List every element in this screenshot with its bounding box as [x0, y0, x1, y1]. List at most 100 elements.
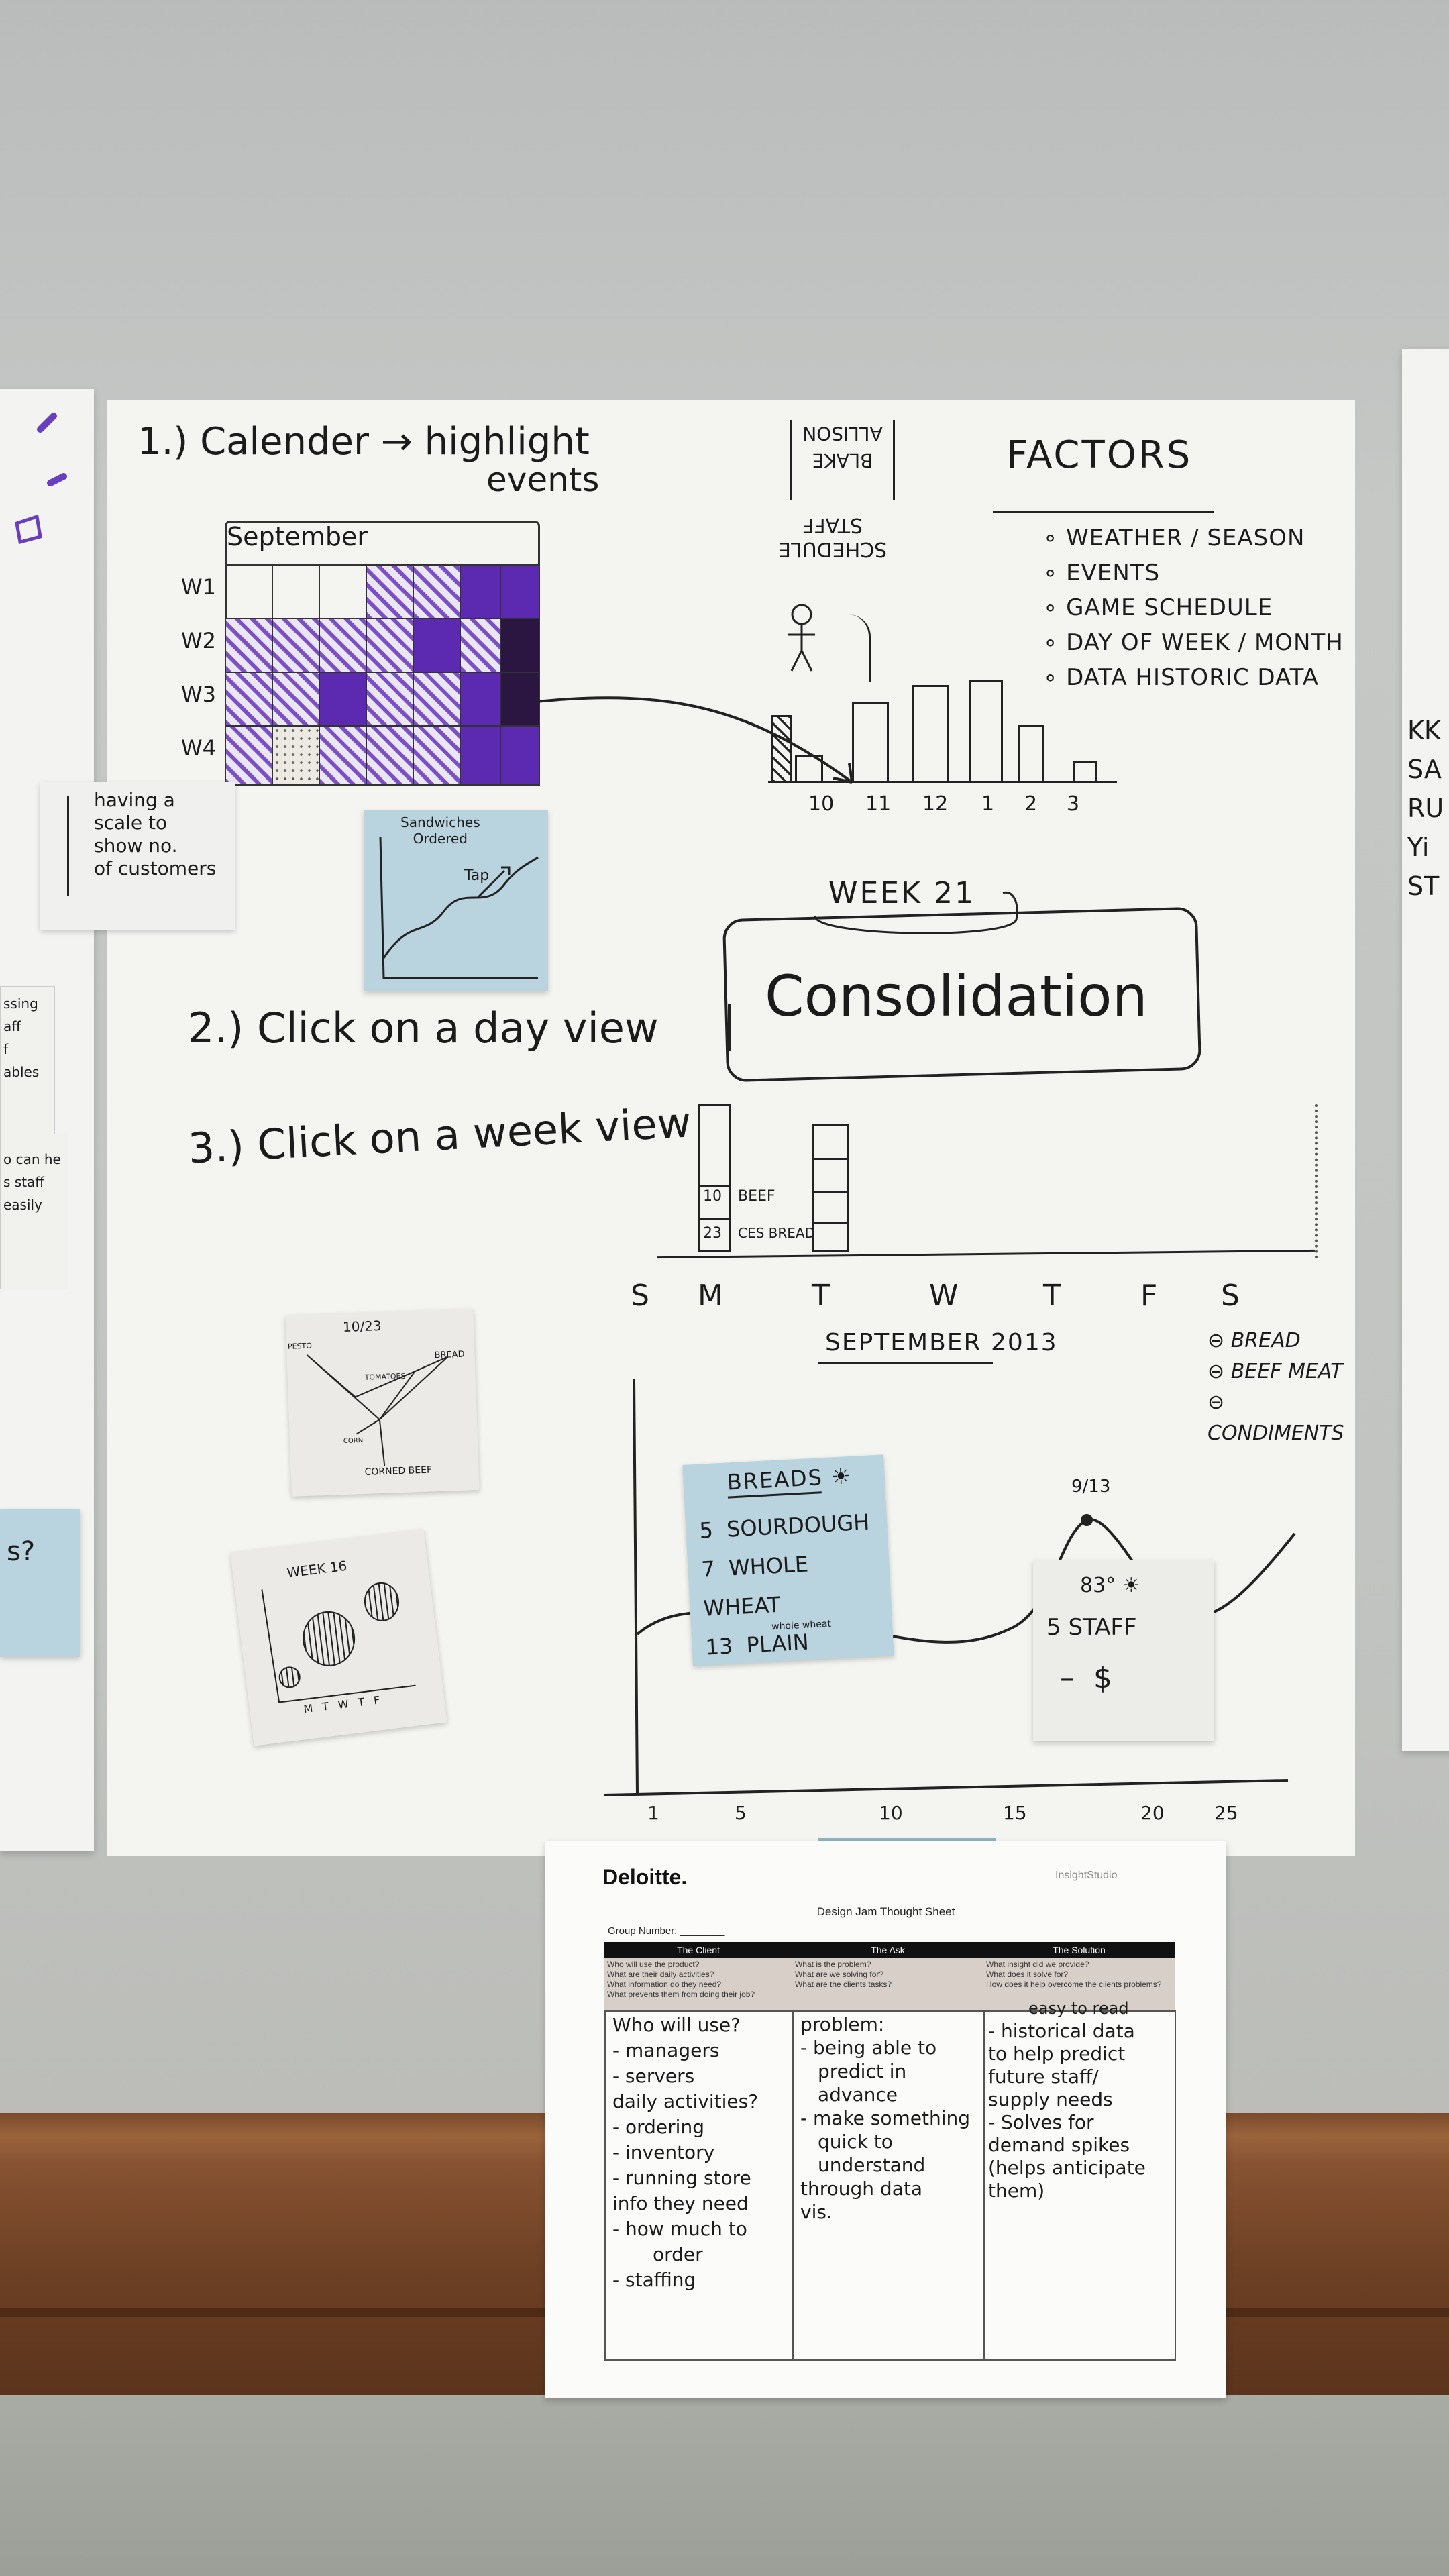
left-text: easily [3, 1197, 42, 1213]
column-prompts: What insight did we provide? What does i… [983, 1958, 1175, 2010]
sandwiches-title: Sandwiches Ordered [400, 814, 480, 847]
upside-text: SCHEDULE [778, 537, 888, 561]
breads-sticky: BREADS ☀ 5 SOURDOUGH 7 WHOLE WHEAT 13 PL… [682, 1454, 894, 1666]
factor-item: ∘ DATA HISTORIC DATA [1043, 664, 1319, 691]
arrow-right-icon: → [380, 420, 413, 464]
stack-label: 10 [703, 1188, 722, 1205]
staff-line: 5 STAFF [1046, 1614, 1137, 1641]
staff-cost: – $ [1060, 1661, 1112, 1695]
factors-underline [993, 511, 1214, 513]
bubble-sticky: WEEK 16 MTWTF [230, 1529, 447, 1746]
factor-item: ∘ EVENTS [1043, 559, 1161, 586]
scale-note-text: having a scale to show no. of customers [94, 789, 217, 879]
day-label: F [1140, 1279, 1158, 1313]
left-text: o can he [3, 1151, 61, 1167]
left-text: s? [7, 1536, 36, 1567]
tap-label: Tap [464, 867, 490, 884]
step2-text: 2.) Click on a day view [188, 1004, 659, 1053]
radar-label: PESTO [287, 1341, 313, 1351]
calendar-grid [225, 564, 540, 786]
month-ticks: 1 5 10 15 20 25 [594, 1802, 1332, 1829]
radar-label: TOMATOES [364, 1371, 406, 1382]
upside-text: ALLISON [802, 423, 883, 445]
breads-title: BREADS ☀ [726, 1462, 853, 1495]
stack-label: BEEF [738, 1188, 775, 1205]
client-notes: Who will use? - managers - servers daily… [612, 2014, 759, 2291]
design-jam-thought-sheet: Deloitte. InsightStudio Design Jam Thoug… [545, 1841, 1226, 2398]
week-stack-sketch: 10 BEEF 23 CES BREAD [657, 1104, 1436, 1319]
calendar-title: September [227, 522, 368, 551]
upside-caption: SCHEDULE STAFF [778, 513, 887, 561]
left-text: ables [3, 1064, 40, 1080]
bread-item: 7 WHOLE WHEAT [700, 1551, 809, 1621]
step1-text: 1.) Calender [138, 420, 370, 464]
factors-list: ∘ WEATHER / SEASON ∘ EVENTS ∘ GAME SCHED… [1043, 521, 1344, 695]
legend-item: ⊖ CONDIMENTS [1208, 1391, 1344, 1445]
right-text: RU [1407, 794, 1444, 823]
left-text: ssing [3, 996, 38, 1012]
factor-item: ∘ DAY OF WEEK / MONTH [1043, 629, 1344, 656]
main-flipchart: 1.) Calender → highlight events Septembe… [40, 400, 1355, 1856]
right-flipchart: KK SA RU Yi ST [1402, 349, 1449, 1751]
radar-label: BREAD [434, 1349, 465, 1361]
sun-icon: ☀ [830, 1462, 853, 1490]
step3-text: 3.) Click on a week view [186, 1097, 692, 1173]
upside-text: STAFF [802, 513, 863, 537]
radar-sticky: 10/23 PESTO TOMATOES BREAD CORNED BEEF C… [285, 1309, 480, 1497]
row-label: W2 [181, 628, 216, 653]
lower-wall [0, 2395, 1449, 2576]
legend-item: ⊖ BEEF MEAT [1208, 1360, 1343, 1383]
group-number: Group Number: ________ [608, 1925, 725, 1937]
right-text: ST [1407, 871, 1440, 901]
right-text: SA [1407, 755, 1442, 784]
left-note-2: o can he s staff easily [0, 1134, 68, 1289]
tick-label: 12 [922, 792, 949, 816]
step1-heading: 1.) Calender → highlight [138, 420, 590, 464]
ask-notes: problem: - being able to predict in adva… [800, 2013, 971, 2223]
step1-text: events [486, 460, 600, 499]
consolidation-text: Consolidation [765, 963, 1148, 1029]
day-label: S [631, 1279, 649, 1313]
bubble-chart-icon [261, 1582, 416, 1703]
factor-item: ∘ GAME SCHEDULE [1043, 594, 1273, 621]
staff-sticky: 83° ☀ 5 STAFF – $ [1033, 1560, 1214, 1741]
purple-doodle [13, 402, 67, 564]
week-day-axis: S M T W T F S [631, 1279, 1240, 1319]
scale-note-sticky: having a scale to show no. of customers [40, 782, 235, 930]
line-chart-icon [379, 837, 539, 979]
divider-mark [728, 1004, 731, 1051]
stick-figure-icon [788, 604, 815, 672]
month-underline [818, 1362, 993, 1364]
tick-label: 3 [1067, 792, 1080, 816]
column-header-ask: The Ask [792, 1942, 983, 1958]
tick-label: 10 [808, 792, 835, 816]
week-label: WEEK 21 [828, 876, 975, 910]
day-label: S [1221, 1279, 1240, 1313]
deloitte-logo: Deloitte. [602, 1865, 688, 1889]
sheet-title: Design Jam Thought Sheet [816, 1905, 955, 1918]
radar-chart-icon [306, 1354, 449, 1467]
stack-label: 23 [703, 1225, 722, 1242]
hourly-ticks: 10 11 12 1 2 3 [768, 792, 1171, 819]
column-header-client: The Client [604, 1942, 792, 1958]
staff-temp: 83° ☀ [1080, 1574, 1140, 1597]
stack-label: CES BREAD [738, 1225, 815, 1241]
right-text: KK [1407, 716, 1441, 745]
tick-label: 15 [1003, 1802, 1027, 1824]
left-flipchart: ssing aff f ables o can he s staff easil… [0, 389, 94, 1851]
left-text: f [3, 1041, 9, 1057]
column-solution [983, 2010, 1176, 2361]
left-text: s staff [3, 1174, 45, 1190]
sun-icon: ☀ [1122, 1574, 1140, 1597]
tick-label: 11 [865, 792, 892, 816]
day-label: W [929, 1279, 959, 1313]
tick-label: 2 [1024, 792, 1038, 816]
legend-item: ⊖ BREAD [1208, 1329, 1301, 1352]
sandwiches-sticky: Sandwiches Ordered Tap [364, 810, 548, 991]
hourly-bar-sketch [768, 601, 1218, 789]
column-prompts: What is the problem? What are we solving… [792, 1958, 983, 2010]
upside-down-box: BLAKE ALLISON [790, 420, 895, 500]
solution-notes: easy to read - historical data to help p… [988, 1999, 1146, 2202]
tick-label: 5 [735, 1802, 747, 1824]
breads-list: 5 SOURDOUGH 7 WHOLE WHEAT 13 PLAIN [698, 1501, 894, 1666]
